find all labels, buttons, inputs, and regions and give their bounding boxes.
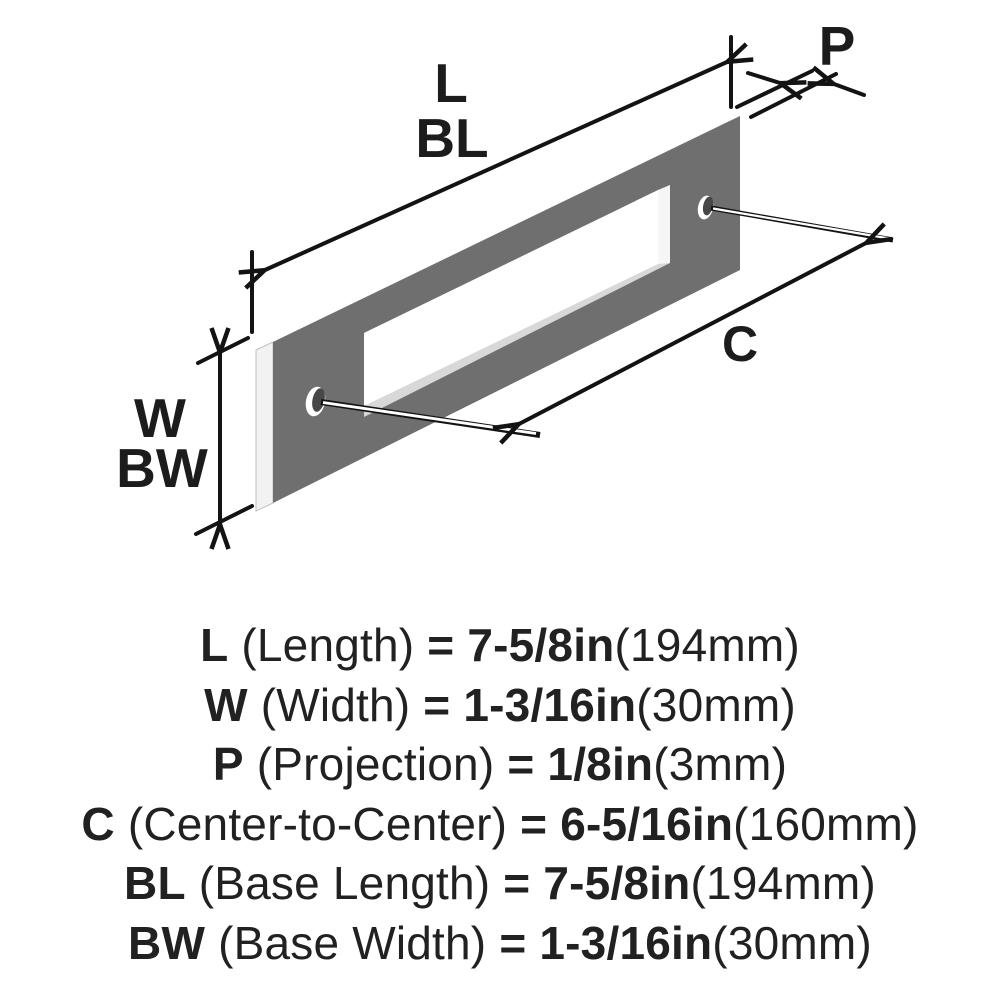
spec-name: (Width): [260, 678, 411, 731]
dimension-lines: [194, 35, 866, 536]
spec-equals: =: [507, 738, 535, 790]
plate-left-edge-face: [255, 341, 274, 512]
spec-line-length: L (Length) = 7-5/8in(194mm): [0, 616, 1000, 676]
ext-line-projection-back: [735, 69, 814, 109]
spec-equals: =: [520, 797, 548, 850]
spec-value: 6-5/16in: [560, 797, 734, 850]
dim-line-center-to-center: [519, 243, 866, 424]
spec-value: 1-3/16in: [463, 678, 637, 731]
diagram-label-width: W: [134, 387, 186, 449]
spec-value: 1-3/16in: [539, 916, 713, 969]
dim-line-length: [265, 62, 727, 270]
spec-line-width: W (Width) = 1-3/16in(30mm): [0, 676, 1000, 736]
spec-metric: (30mm): [636, 678, 796, 731]
spec-abbr: L: [200, 619, 229, 671]
dim-arrow-projection-left: [746, 71, 780, 83]
spec-equals: =: [503, 857, 531, 909]
spec-list: L (Length) = 7-5/8in(194mm) W (Width) = …: [0, 616, 1000, 973]
spec-metric: (194mm): [690, 857, 876, 909]
spec-abbr: BL: [124, 857, 186, 909]
spec-line-base-length: BL (Base Length) = 7-5/8in(194mm): [0, 854, 1000, 914]
spec-name: (Center-to-Center): [127, 797, 508, 850]
cutout-inner-right-wall: [658, 185, 670, 264]
spec-equals: =: [499, 916, 527, 969]
spec-abbr: BW: [128, 916, 206, 969]
spec-metric: (30mm): [712, 916, 872, 969]
spec-metric: (3mm): [653, 738, 788, 790]
pull-plate: [255, 116, 894, 512]
ext-line-width-bottom: [194, 504, 254, 536]
diagram-label-base-length: BL: [415, 107, 488, 169]
spec-metric: (194mm): [614, 619, 800, 671]
spec-abbr: W: [204, 678, 248, 731]
diagram-label-length: L: [434, 52, 468, 114]
spec-value: 1/8in: [547, 738, 654, 790]
spec-name: (Projection): [256, 738, 495, 790]
spec-equals: =: [427, 619, 455, 671]
spec-abbr: C: [81, 797, 115, 850]
spec-name: (Length): [241, 619, 415, 671]
spec-value: 7-5/8in: [467, 619, 615, 671]
spec-line-center-to-center: C (Center-to-Center) = 6-5/16in(160mm): [0, 795, 1000, 855]
diagram-label-projection: P: [819, 15, 856, 77]
dim-arrow-projection-right: [834, 84, 866, 97]
spec-value: 7-5/8in: [543, 857, 691, 909]
spec-line-base-width: BW (Base Width) = 1-3/16in(30mm): [0, 914, 1000, 974]
diagram-label-base-width: BW: [116, 437, 208, 499]
spec-metric: (160mm): [733, 797, 919, 850]
spec-name: (Base Length): [198, 857, 491, 909]
ext-line-width-top: [196, 336, 250, 365]
spec-equals: =: [423, 678, 451, 731]
dimension-diagram: L BL P C W BW: [116, 15, 894, 590]
diagram-label-center-to-center: C: [722, 316, 758, 372]
spec-abbr: P: [212, 738, 244, 790]
spec-name: (Base Width): [218, 916, 487, 969]
screw-hole-left: [312, 388, 325, 412]
spec-line-projection: P (Projection) = 1/8in(3mm): [0, 735, 1000, 795]
